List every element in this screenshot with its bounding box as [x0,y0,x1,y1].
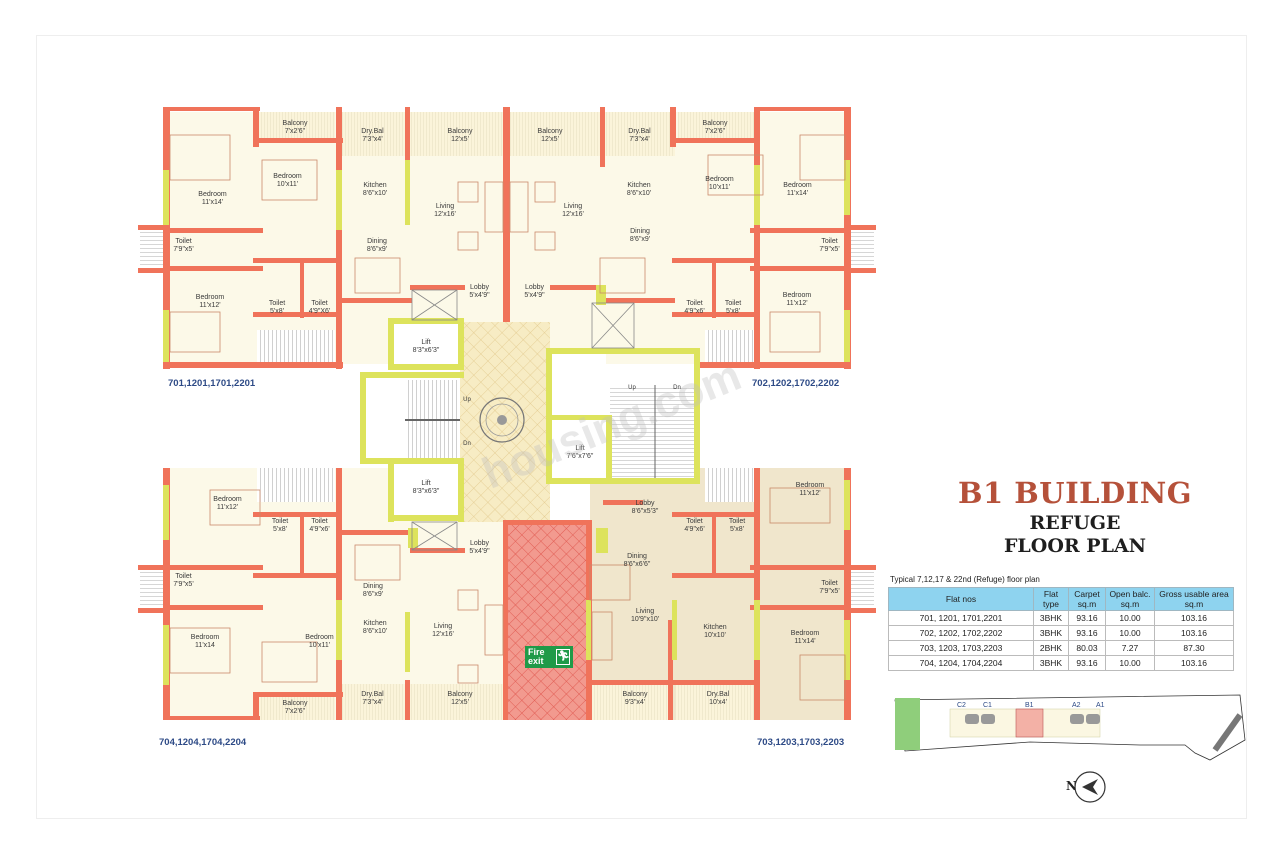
unit-label-703: 703,1203,1703,2203 [757,737,845,748]
lobby-medallion [479,397,525,443]
unit-label-702: 702,1202,1702,2202 [752,378,840,389]
unit-label-704: 704,1204,1704,2204 [159,737,247,748]
building-title: B1 BUILDING [957,476,1193,510]
staircase-right [610,385,695,480]
compass-circle [1074,771,1106,803]
refuge-area [508,525,588,720]
unit-703-floor [590,468,850,720]
key-plan-drawing [894,694,1246,803]
compass-arrow-icon [1082,779,1098,795]
compass-north-label: N [1066,779,1077,793]
unit-label-701: 701,1201,1701,2201 [168,378,256,389]
col-flat-nos: Flat nos [888,587,1034,611]
running-man-icon: 🏃︎ [556,649,570,665]
col-open-balc: Open balc.sq.m [1105,587,1155,611]
walls [138,107,876,720]
table-caption: Typical 7,12,17 & 22nd (Refuge) floor pl… [890,575,1040,584]
plan-subtitle: REFUGE FLOOR PLAN [1003,512,1147,557]
